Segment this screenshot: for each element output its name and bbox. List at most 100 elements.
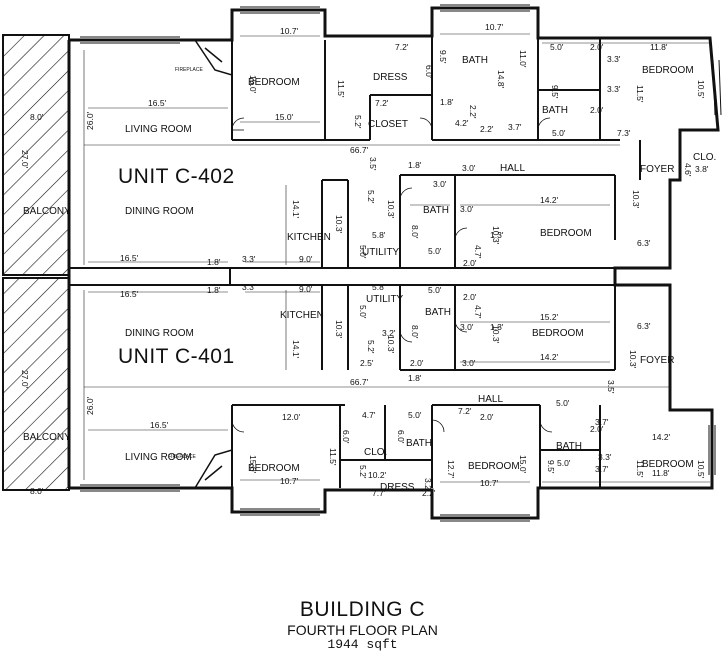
dimension-label: 11.8' xyxy=(650,42,668,52)
room-bedroom-d-c401: BEDROOM xyxy=(642,459,694,470)
dimension-label: 3.3' xyxy=(242,254,256,264)
dimension-label: 3.0' xyxy=(460,204,474,214)
dimension-label: 3.8' xyxy=(695,164,709,174)
dimension-label: 1.8' xyxy=(207,257,221,267)
dimension-label: 1.8' xyxy=(440,97,454,107)
dimension-label: 6.3' xyxy=(637,321,651,331)
room-utility-c402: UTILITY xyxy=(362,247,400,258)
room-dining-c401: DINING ROOM xyxy=(125,328,194,339)
dimension-label: 3.0' xyxy=(462,358,476,368)
dimension-label: 2.2' xyxy=(422,488,436,498)
dimension-label: 10.5' xyxy=(696,80,706,99)
dimension-label: 4.6' xyxy=(683,163,693,177)
dims-c401: 16.5' 1.8' 3.3' 9.0' 5.8' 5.0' 2.0' 15.2… xyxy=(20,282,706,498)
room-dress-c402: DRESS xyxy=(373,72,408,83)
room-kitchen-c402: KITCHEN xyxy=(287,232,331,243)
room-living-c401: LIVING ROOM xyxy=(125,452,192,463)
dims-c402: 10.7' 7.2' 10.7' 11.8' 5.0' 2.0' 15.0' 1… xyxy=(20,22,709,268)
dimension-label: 5.0' xyxy=(556,398,570,408)
room-kitchen-c401: KITCHEN xyxy=(280,310,324,321)
fireplace-c401-shape xyxy=(193,448,233,489)
room-clo-c401: CLO. xyxy=(364,447,387,458)
dimension-label: 10.7' xyxy=(480,478,499,488)
party-wall xyxy=(69,267,615,286)
dimension-label: 5.8' xyxy=(372,230,386,240)
dimension-label: 4.7' xyxy=(473,305,483,319)
dimension-label: 10.7' xyxy=(280,476,299,486)
dimension-label: 3.7' xyxy=(595,417,609,427)
dimension-label: 3.3' xyxy=(607,84,621,94)
dimension-label: 5.2' xyxy=(366,190,376,204)
dimension-label: 2.2' xyxy=(468,105,478,119)
dimension-label: 5.0' xyxy=(550,42,564,52)
unit-name-c402: UNIT C-402 xyxy=(118,165,235,188)
dimension-label: 3.3' xyxy=(598,452,612,462)
room-clo-c402: CLO. xyxy=(693,152,716,163)
dimension-label: 2.2' xyxy=(480,124,494,134)
dimension-label: 3.2' xyxy=(423,478,433,492)
dimension-label: 12.0' xyxy=(282,412,301,422)
room-closet-c402: CLOSET xyxy=(368,119,408,130)
room-foyer-c402: FOYER xyxy=(640,164,674,175)
room-living-c402: LIVING ROOM xyxy=(125,124,192,135)
dimension-label: 3.3' xyxy=(242,282,256,292)
dimension-label: 8.0' xyxy=(30,486,44,496)
dimension-label: 15.0' xyxy=(275,112,294,122)
dimension-label: 10.3' xyxy=(491,226,501,245)
room-balcony-c401: BALCONY xyxy=(23,432,71,443)
dimension-label: 27.0' xyxy=(20,150,30,169)
dimension-label: 5.0' xyxy=(428,246,442,256)
dimension-label: 4.2' xyxy=(455,118,469,128)
dimension-label: 3.2' xyxy=(382,328,396,338)
dimension-label: 11.5' xyxy=(635,460,645,478)
dimension-label: 7.2' xyxy=(395,42,409,52)
dimension-label: 10.2' xyxy=(368,470,387,480)
plan-subtitle: FOURTH FLOOR PLAN xyxy=(287,622,438,638)
dimension-label: 2.0' xyxy=(463,258,477,268)
dimension-label: 8.0' xyxy=(410,225,420,239)
dimension-label: 15.0' xyxy=(248,75,258,94)
dimension-label: 3.5' xyxy=(368,157,378,171)
dimension-label: 16.5' xyxy=(148,98,167,108)
dimension-label: 5.0' xyxy=(428,285,442,295)
dimension-label: 5.0' xyxy=(358,245,368,259)
dimension-label: 10.5' xyxy=(696,460,706,479)
dimension-label: 5.2' xyxy=(358,465,368,479)
dimension-label: 14.2' xyxy=(540,352,559,362)
dimension-label: 8.0' xyxy=(30,112,44,122)
room-bedroom-a-c401: BEDROOM xyxy=(532,328,584,339)
dimension-label: 10.3' xyxy=(334,215,344,234)
room-dress-c401: DRESS xyxy=(380,482,415,493)
dimension-label: 15.2' xyxy=(540,312,559,322)
dimension-label: 11.8' xyxy=(652,468,670,478)
dimension-label: 15.0' xyxy=(518,455,528,474)
dimension-label: 66.7' xyxy=(350,377,369,387)
dimension-label: 10.3' xyxy=(386,335,396,354)
dimension-label: 10.3' xyxy=(334,320,344,339)
room-fireplace-c402: FIREPLACE xyxy=(175,67,203,73)
room-bedroom-b-c402: BEDROOM xyxy=(642,65,694,76)
dimension-label: 3.3' xyxy=(607,54,621,64)
dimension-label: 1.8' xyxy=(408,373,422,383)
balcony-hatch-c401 xyxy=(2,277,70,491)
dimension-label: 4.7' xyxy=(473,245,483,259)
dimension-label: 26.0' xyxy=(85,396,95,415)
dimension-label: 10.3' xyxy=(631,190,641,209)
dimension-label: 2.0' xyxy=(590,42,604,52)
room-bedroom-b-c401: BEDROOM xyxy=(248,463,300,474)
dimension-label: 9.5' xyxy=(438,50,448,64)
dimension-label: 2.0' xyxy=(480,412,494,422)
balcony-hatch-c402 xyxy=(2,34,70,276)
dimension-label: 9.5' xyxy=(550,85,560,99)
dimension-label: 3.5' xyxy=(606,380,616,394)
room-hall-c401: HALL xyxy=(478,394,503,405)
dimension-label: 15.0' xyxy=(248,455,258,474)
room-foyer-c401: FOYER xyxy=(640,355,674,366)
dimension-label: 11.0' xyxy=(518,50,528,68)
dimension-label: 5.0' xyxy=(408,410,422,420)
room-balcony-c402: BALCONY xyxy=(23,206,71,217)
dimension-label: 1.8' xyxy=(207,285,221,295)
dimension-label: 5.8' xyxy=(372,282,386,292)
windows xyxy=(80,4,722,522)
building-title: BUILDING C xyxy=(299,598,426,621)
